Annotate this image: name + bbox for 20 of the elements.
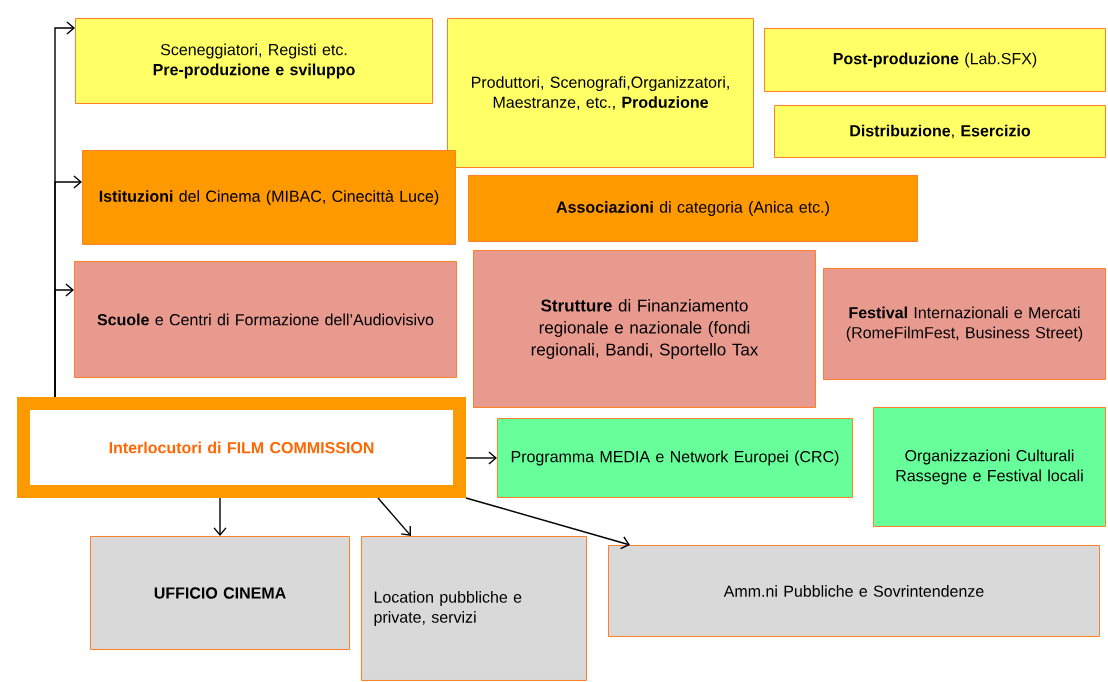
category-box: Post-produzione (Lab.SFX) bbox=[764, 28, 1106, 92]
category-box: Produttori, Scenografi,Organizzatori, Maestranze, etc., Produzione bbox=[447, 18, 754, 168]
category-box: Festival Internazionali e Mercati (RomeFilmFest, Business Street) bbox=[823, 268, 1106, 380]
arrow bbox=[54, 283, 74, 398]
category-box: Scuole e Centri di Formazione dell’Audiovisivo bbox=[74, 261, 457, 378]
category-box: Amm.ni Pubbliche e Sovrintendenze bbox=[608, 545, 1100, 637]
film-commission-box: Interlocutori di FILM COMMISSION bbox=[17, 397, 466, 498]
category-box: Strutture di Finanziamento regionale e nazionale (fondi regionali, Bandi, Sportello Tax bbox=[473, 250, 816, 408]
category-box: Location pubbliche e private, servizi bbox=[361, 536, 587, 681]
arrow bbox=[465, 497, 630, 550]
category-box: Sceneggiatori, Registi etc. Pre-produzione e sviluppo bbox=[75, 18, 433, 104]
category-box: Distribuzione, Esercizio bbox=[774, 105, 1106, 158]
arrow bbox=[213, 497, 227, 536]
category-box: Istituzioni del Cinema (MIBAC, Cinecittà Luce) bbox=[82, 150, 456, 245]
category-box: Associazioni di categoria (Anica etc.) bbox=[468, 175, 918, 242]
arrow bbox=[465, 451, 497, 465]
arrow bbox=[377, 497, 411, 536]
category-box: Programma MEDIA e Network Europei (CRC) bbox=[497, 418, 853, 498]
category-box: Organizzazioni Culturali Rassegne e Festival locali bbox=[873, 407, 1106, 527]
category-box: UFFICIO CINEMA bbox=[90, 536, 350, 650]
